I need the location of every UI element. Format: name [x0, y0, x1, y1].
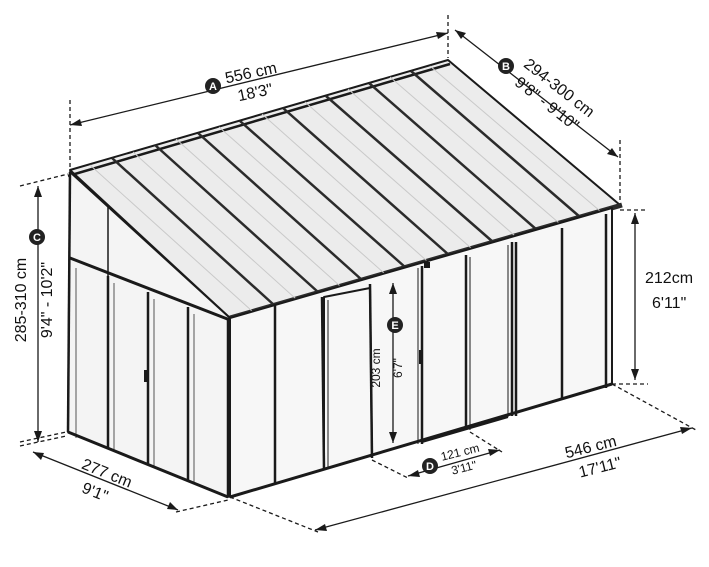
svg-text:E: E: [391, 320, 398, 332]
dim-front-width-line: [314, 427, 693, 531]
label-side-depth-imperial: 9'1": [79, 480, 110, 506]
label-e-metric: 203 cm: [369, 348, 383, 387]
badge-e: E: [387, 317, 403, 333]
label-a: 556 cm 18'3": [224, 60, 279, 105]
label-side-height-metric: 212cm: [645, 270, 693, 287]
badge-c: C: [29, 229, 45, 245]
dim-b-line: [454, 29, 619, 158]
dim-side-depth-line: [32, 451, 179, 511]
svg-text:D: D: [426, 461, 434, 473]
label-side-depth: 277 cm 9'1": [79, 456, 134, 506]
left-wall-transom: [69, 256, 231, 322]
svg-text:A: A: [209, 81, 217, 93]
roof-back-gutter: [67, 62, 451, 178]
badge-b: B: [498, 58, 514, 74]
roof-rafters: [111, 70, 581, 306]
svg-text:C: C: [33, 232, 41, 244]
label-d: 121 cm 3'11": [439, 441, 481, 478]
label-front-width-imperial: 17'11": [577, 455, 623, 482]
svg-text:B: B: [502, 61, 510, 73]
dim-a-line: [69, 32, 449, 126]
dimension-lines: [19, 15, 697, 533]
badge-d: D: [422, 458, 438, 474]
label-c: 285-310 cm 9'4" - 10'2": [13, 258, 56, 343]
label-e: 203 cm 6'7": [369, 348, 405, 387]
label-front-width: 546 cm 17'11": [563, 433, 623, 482]
label-d-imperial: 3'11": [450, 458, 478, 478]
label-a-imperial: 18'3": [236, 81, 274, 105]
label-c-metric: 285-310 cm: [13, 258, 30, 343]
label-side-height-imperial: 6'11": [652, 295, 686, 312]
roof-corrugations: [89, 65, 601, 312]
badge-a: A: [205, 78, 221, 94]
sunroom-structure: [66, 59, 623, 499]
sliding-door-frame: [323, 245, 509, 470]
label-e-imperial: 6'7": [391, 358, 405, 378]
dim-d-line: [407, 449, 501, 477]
label-side-height: 212cm 6'11": [645, 270, 693, 312]
label-c-imperial: 9'4" - 10'2": [39, 262, 56, 338]
